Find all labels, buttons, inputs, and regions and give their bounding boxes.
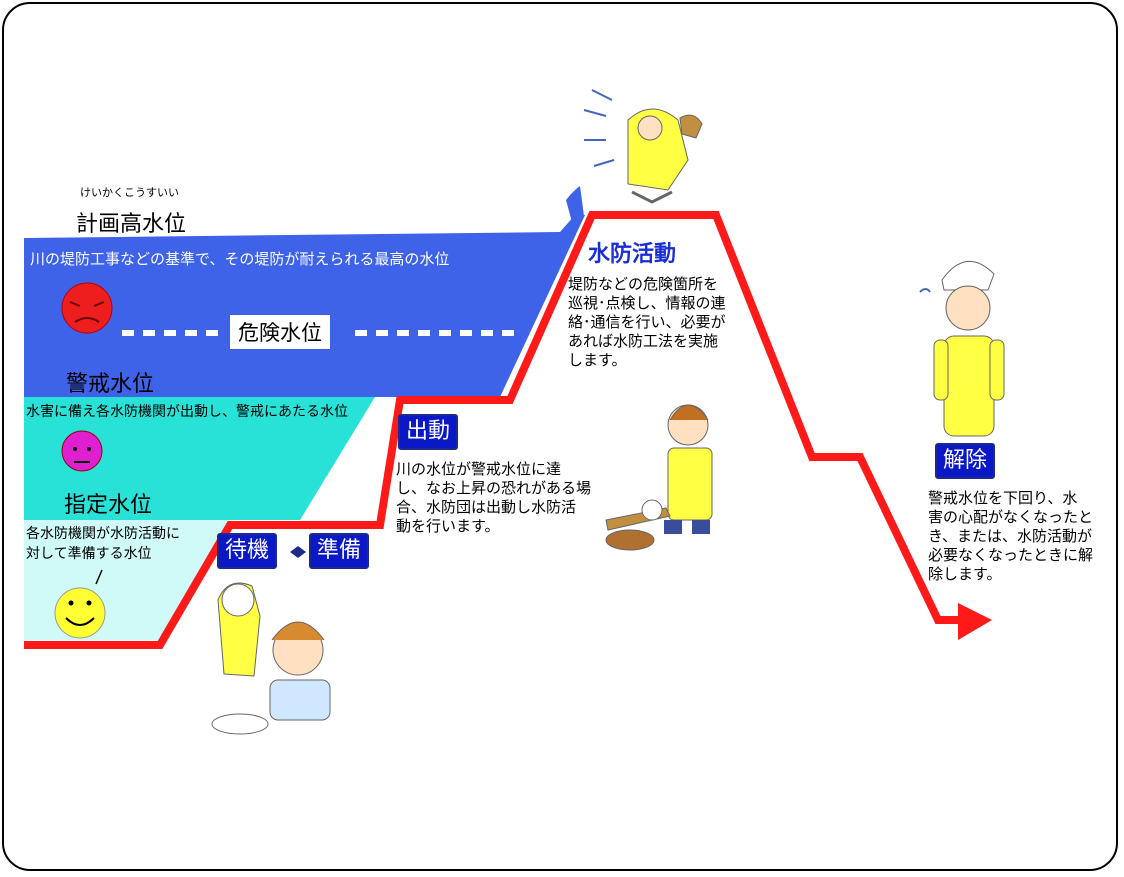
kaijo-desc-line: 害の心配がなくなったと [928, 508, 1094, 526]
waiting-people-illustration [211, 582, 331, 735]
shutsudo-desc-line: 動を行います。 [396, 517, 500, 535]
suibou-desc-line: あれば水防工法を実施 [568, 332, 719, 350]
shitei-desc: 各水防機関が水防活動に 対して準備する水位 [26, 524, 180, 564]
kiken-label: 危険水位 [230, 315, 330, 349]
keikaku-title: 計画高水位 [76, 212, 187, 237]
shitei-title: 指定水位 [64, 493, 153, 518]
suibou-title: 水防活動 [588, 242, 677, 267]
cyan-water-zone [24, 397, 375, 520]
worried-face-icon [61, 430, 103, 472]
suibou-desc-line: します。 [568, 351, 627, 369]
shutsudo-desc-line: し、なお上昇の恐れがある場 [396, 479, 592, 497]
arrow-head [958, 603, 992, 640]
kaijo-badge: 解除 [935, 443, 996, 479]
kaijo-desc: 警戒水位を下回り、水 害の心配がなくなったと き、または、水防活動が 必要なくな… [928, 489, 1118, 584]
kaijo-desc-line: 必要なくなったときに解 [928, 546, 1094, 564]
keikaku-desc: 川の堤防工事などの基準で、その堤防が耐えられる最高の水位 [30, 250, 450, 268]
dispatch-worker-illustration [605, 404, 713, 551]
shutsudo-desc: 川の水位が警戒水位に達 し、なお上昇の恐れがある場 合、水防団は出動し水防活 動… [396, 460, 626, 536]
kaijo-desc-line: 警戒水位を下回り、水 [928, 489, 1078, 507]
suibou-desc: 堤防などの危険箇所を 巡視･点検し、情報の連 絡･通信を行い、必要が あれば水防… [568, 275, 768, 370]
shutsudo-desc-line: 川の水位が警戒水位に達 [396, 460, 562, 478]
keikai-desc: 水害に備え各水防機関が出動し、警戒にあたる水位 [26, 404, 348, 420]
running-worker-illustration [566, 89, 703, 222]
release-worker-illustration [919, 260, 1005, 437]
taiki-badge: 待機 [217, 533, 278, 569]
smile-face-icon [54, 569, 106, 639]
kaijo-desc-line: き、または、水防活動が [928, 527, 1092, 545]
shitei-desc-line: 各水防機関が水防活動に [26, 526, 180, 542]
kaijo-desc-line: 除します。 [928, 565, 1002, 583]
blue-water-zone [24, 215, 585, 397]
keikai-title: 警戒水位 [66, 372, 155, 397]
connector-diamond [290, 546, 306, 558]
suibou-desc-line: 堤防などの危険箇所を [568, 275, 719, 293]
suibou-desc-line: 絡･通信を行い、必要が [568, 313, 726, 331]
shitei-desc-line: 対して準備する水位 [26, 546, 152, 562]
angry-face-icon [61, 282, 113, 334]
keikaku-ruby: けいかくこうすいい [80, 186, 179, 199]
suibou-desc-line: 巡視･点検し、情報の連 [568, 294, 726, 312]
shutsudo-desc-line: 合、水防団は出動し水防活 [396, 498, 577, 516]
shutsudo-badge: 出動 [398, 414, 459, 450]
junbi-badge: 準備 [309, 533, 370, 569]
